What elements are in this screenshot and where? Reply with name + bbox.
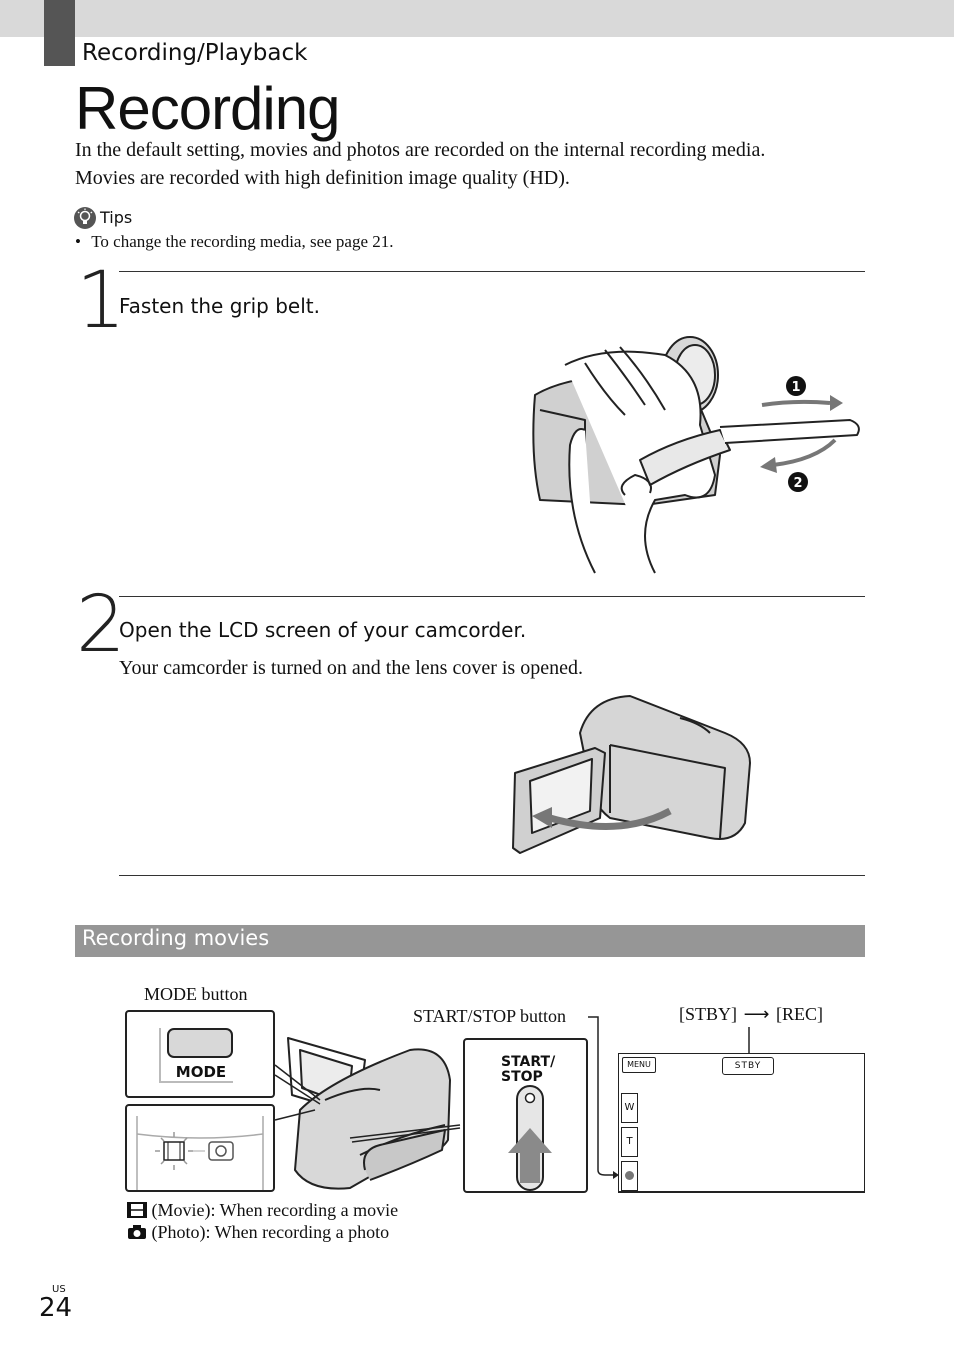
mode-button-caption: MODE button xyxy=(144,984,248,1004)
mode-button-callout: MODE xyxy=(125,1010,275,1098)
intro-text: In the default setting, movies and photo… xyxy=(75,136,765,192)
record-dot-icon xyxy=(625,1171,634,1180)
step-1-rule xyxy=(119,271,865,272)
bullet: • xyxy=(75,232,81,251)
section-title: Recording movies xyxy=(82,926,270,950)
tip-text: To change the recording media, see page … xyxy=(91,232,394,251)
step-2-title: Open the LCD screen of your camcorder. xyxy=(119,618,527,642)
legend-movie-text: (Movie): When recording a movie xyxy=(151,1200,399,1220)
status-change-caption: [STBY] ⟶ [REC] xyxy=(679,1004,823,1025)
legend-movie: (Movie): When recording a movie xyxy=(127,1200,398,1221)
intro-line-1: In the default setting, movies and photo… xyxy=(75,139,766,161)
right-arrow-icon: ⟶ xyxy=(743,1004,770,1024)
step-1-number: 1 xyxy=(76,256,126,346)
legend-photo: (Photo): When recording a photo xyxy=(127,1222,389,1243)
header-tab xyxy=(44,0,75,66)
record-button[interactable] xyxy=(621,1161,638,1191)
lcd-screen: MENU STBY W T xyxy=(618,1053,865,1193)
zoom-wide-button[interactable]: W xyxy=(621,1093,638,1123)
section-label: Recording/Playback xyxy=(82,40,308,66)
start-stop-caption: START/STOP button xyxy=(413,1006,567,1026)
camera-icon xyxy=(128,1225,146,1239)
start-stop-leader xyxy=(588,1016,619,1179)
start-stop-key-label-1: START/ xyxy=(501,1054,556,1070)
camera-lamp-icon xyxy=(208,1141,234,1161)
intro-line-2: Movies are recorded with high definition… xyxy=(75,167,570,189)
marker-2 xyxy=(788,472,808,492)
grip-belt-illustration: 1 2 xyxy=(532,336,860,574)
region-label: US xyxy=(52,1284,66,1295)
start-stop-key-label-2: STOP xyxy=(501,1069,543,1085)
mode-key-label: MODE xyxy=(176,1063,226,1081)
step-2-number: 2 xyxy=(76,580,126,670)
page-number: 24 xyxy=(39,1293,73,1323)
page-title: Recording xyxy=(75,75,340,142)
step-1-title: Fasten the grip belt. xyxy=(119,294,320,318)
legend-photo-text: (Photo): When recording a photo xyxy=(151,1222,390,1242)
movie-icon xyxy=(127,1202,147,1218)
step-2-description: Your camcorder is turned on and the lens… xyxy=(119,657,583,679)
zoom-tele-button[interactable]: T xyxy=(621,1127,638,1157)
status-badge: STBY xyxy=(722,1057,774,1075)
step-2-rule xyxy=(119,596,865,597)
marker-2-label: 2 xyxy=(793,476,802,491)
mode-lamp-callout xyxy=(125,1104,275,1192)
header-band xyxy=(0,0,954,37)
status-leader xyxy=(748,1027,750,1058)
step-end-rule xyxy=(119,875,865,876)
marker-1 xyxy=(786,376,806,396)
tip-item: • To change the recording media, see pag… xyxy=(75,232,394,252)
menu-button[interactable]: MENU xyxy=(622,1057,656,1073)
lightbulb-icon xyxy=(74,207,96,229)
camcorder-illustration xyxy=(274,1037,461,1190)
start-stop-callout: START/ STOP xyxy=(463,1038,588,1193)
lcd-open-illustration xyxy=(512,695,751,854)
status-before: [STBY] xyxy=(679,1004,737,1024)
movie-lamp-icon xyxy=(155,1132,193,1170)
status-after: [REC] xyxy=(776,1004,823,1024)
section-band xyxy=(75,925,865,957)
tips-label: Tips xyxy=(100,208,133,227)
marker-1-label: 1 xyxy=(791,380,800,395)
